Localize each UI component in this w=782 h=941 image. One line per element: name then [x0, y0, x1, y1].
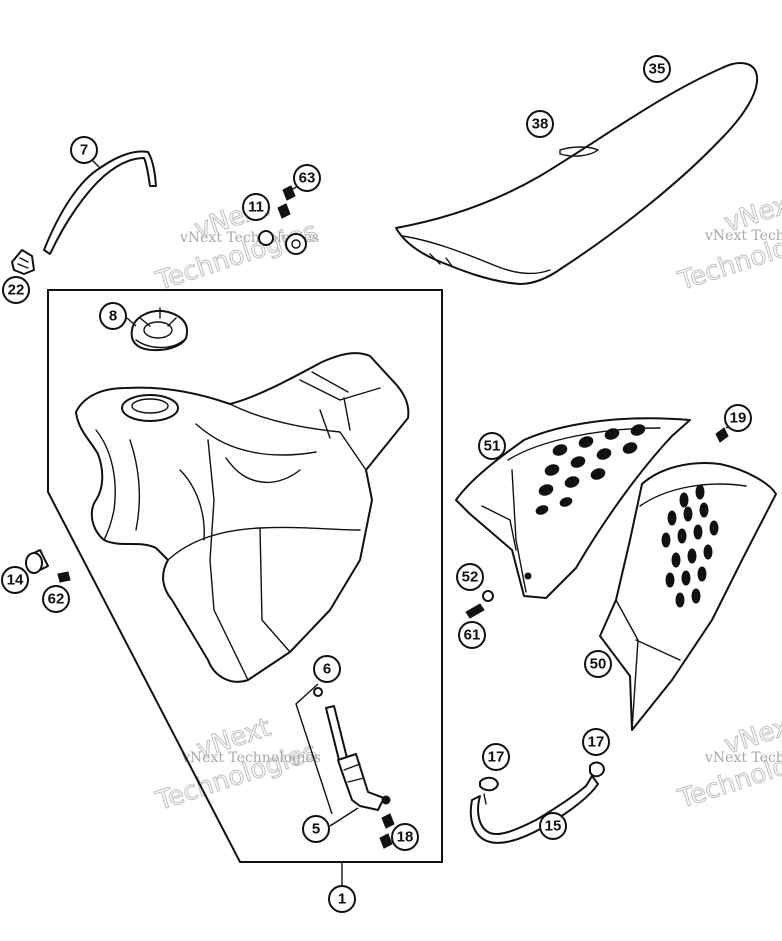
leader-7 [91, 159, 101, 169]
vent-holes-left [535, 424, 646, 515]
callout-label: 8 [109, 308, 117, 325]
watermark-small: vNext Technologies [704, 228, 782, 244]
assembly-frame [47, 289, 443, 863]
callout-19: 19 [724, 404, 752, 432]
callout-label: 22 [8, 282, 25, 299]
callout-label: 17 [588, 734, 605, 751]
hose-clamps [479, 761, 605, 792]
vent-holes-right [661, 484, 719, 608]
callout-label: 17 [488, 749, 505, 766]
callout-38: 38 [526, 110, 554, 138]
callout-61: 61 [458, 621, 486, 649]
callout-7: 7 [70, 136, 98, 164]
callout-50: 50 [584, 650, 612, 678]
washer-and-screw [465, 590, 494, 619]
seat [395, 62, 759, 285]
side-cover-right [599, 462, 777, 731]
watermark-group-3: vNext Technologies vNext Technologies [151, 712, 321, 817]
callout-17-left: 17 [482, 743, 510, 771]
callout-label: 1 [338, 891, 346, 908]
callout-label: 14 [7, 572, 24, 589]
callout-label: 18 [397, 829, 414, 846]
callout-label: 52 [462, 569, 479, 586]
callout-1: 1 [328, 885, 356, 913]
callout-52: 52 [456, 563, 484, 591]
watermark-small: vNext Technologies [179, 230, 319, 246]
callout-label: 7 [80, 142, 88, 159]
callout-label: 11 [248, 199, 264, 216]
watermark-group-2: vNext Technologies vNext Technologies [673, 186, 782, 297]
hose-fitting [11, 249, 35, 275]
callout-35: 35 [643, 55, 671, 83]
callout-label: 6 [323, 661, 331, 678]
callout-11: 11 [242, 193, 270, 221]
callout-6: 6 [313, 655, 341, 683]
callout-label: 50 [590, 656, 607, 673]
callout-17-right: 17 [582, 728, 610, 756]
fuel-tank [75, 352, 410, 683]
screw-19 [715, 427, 729, 443]
callout-label: 61 [464, 627, 481, 644]
callout-label: 15 [545, 818, 562, 835]
leader-6 [295, 683, 333, 815]
callout-label: 35 [649, 61, 666, 78]
callout-51: 51 [478, 432, 506, 460]
watermark-small: vNext Technologies [704, 750, 782, 766]
callout-label: 51 [484, 438, 501, 455]
callout-label: 62 [48, 591, 65, 608]
callout-18: 18 [391, 823, 419, 851]
callout-62: 62 [42, 585, 70, 613]
fuel-tap [313, 687, 395, 849]
watermark-group-4: vNext Technologies vNext Technologies [673, 708, 782, 815]
side-cover-left [455, 417, 691, 599]
callout-22: 22 [2, 276, 30, 304]
leader-5 [329, 807, 359, 827]
bushing-and-screw [25, 549, 71, 583]
fuel-hose [469, 775, 599, 844]
callout-label: 5 [312, 821, 320, 838]
callout-label: 63 [299, 170, 316, 187]
callout-label: 38 [532, 116, 549, 133]
fuel-cap [130, 307, 188, 352]
vent-hose [43, 150, 157, 255]
callout-8: 8 [99, 302, 127, 330]
leader-8 [126, 317, 137, 327]
watermark-small: vNext Technologies [181, 750, 321, 766]
callout-14: 14 [1, 566, 29, 594]
callout-63: 63 [293, 164, 321, 192]
callout-15: 15 [539, 812, 567, 840]
callout-label: 19 [730, 410, 747, 427]
callout-5: 5 [302, 815, 330, 843]
